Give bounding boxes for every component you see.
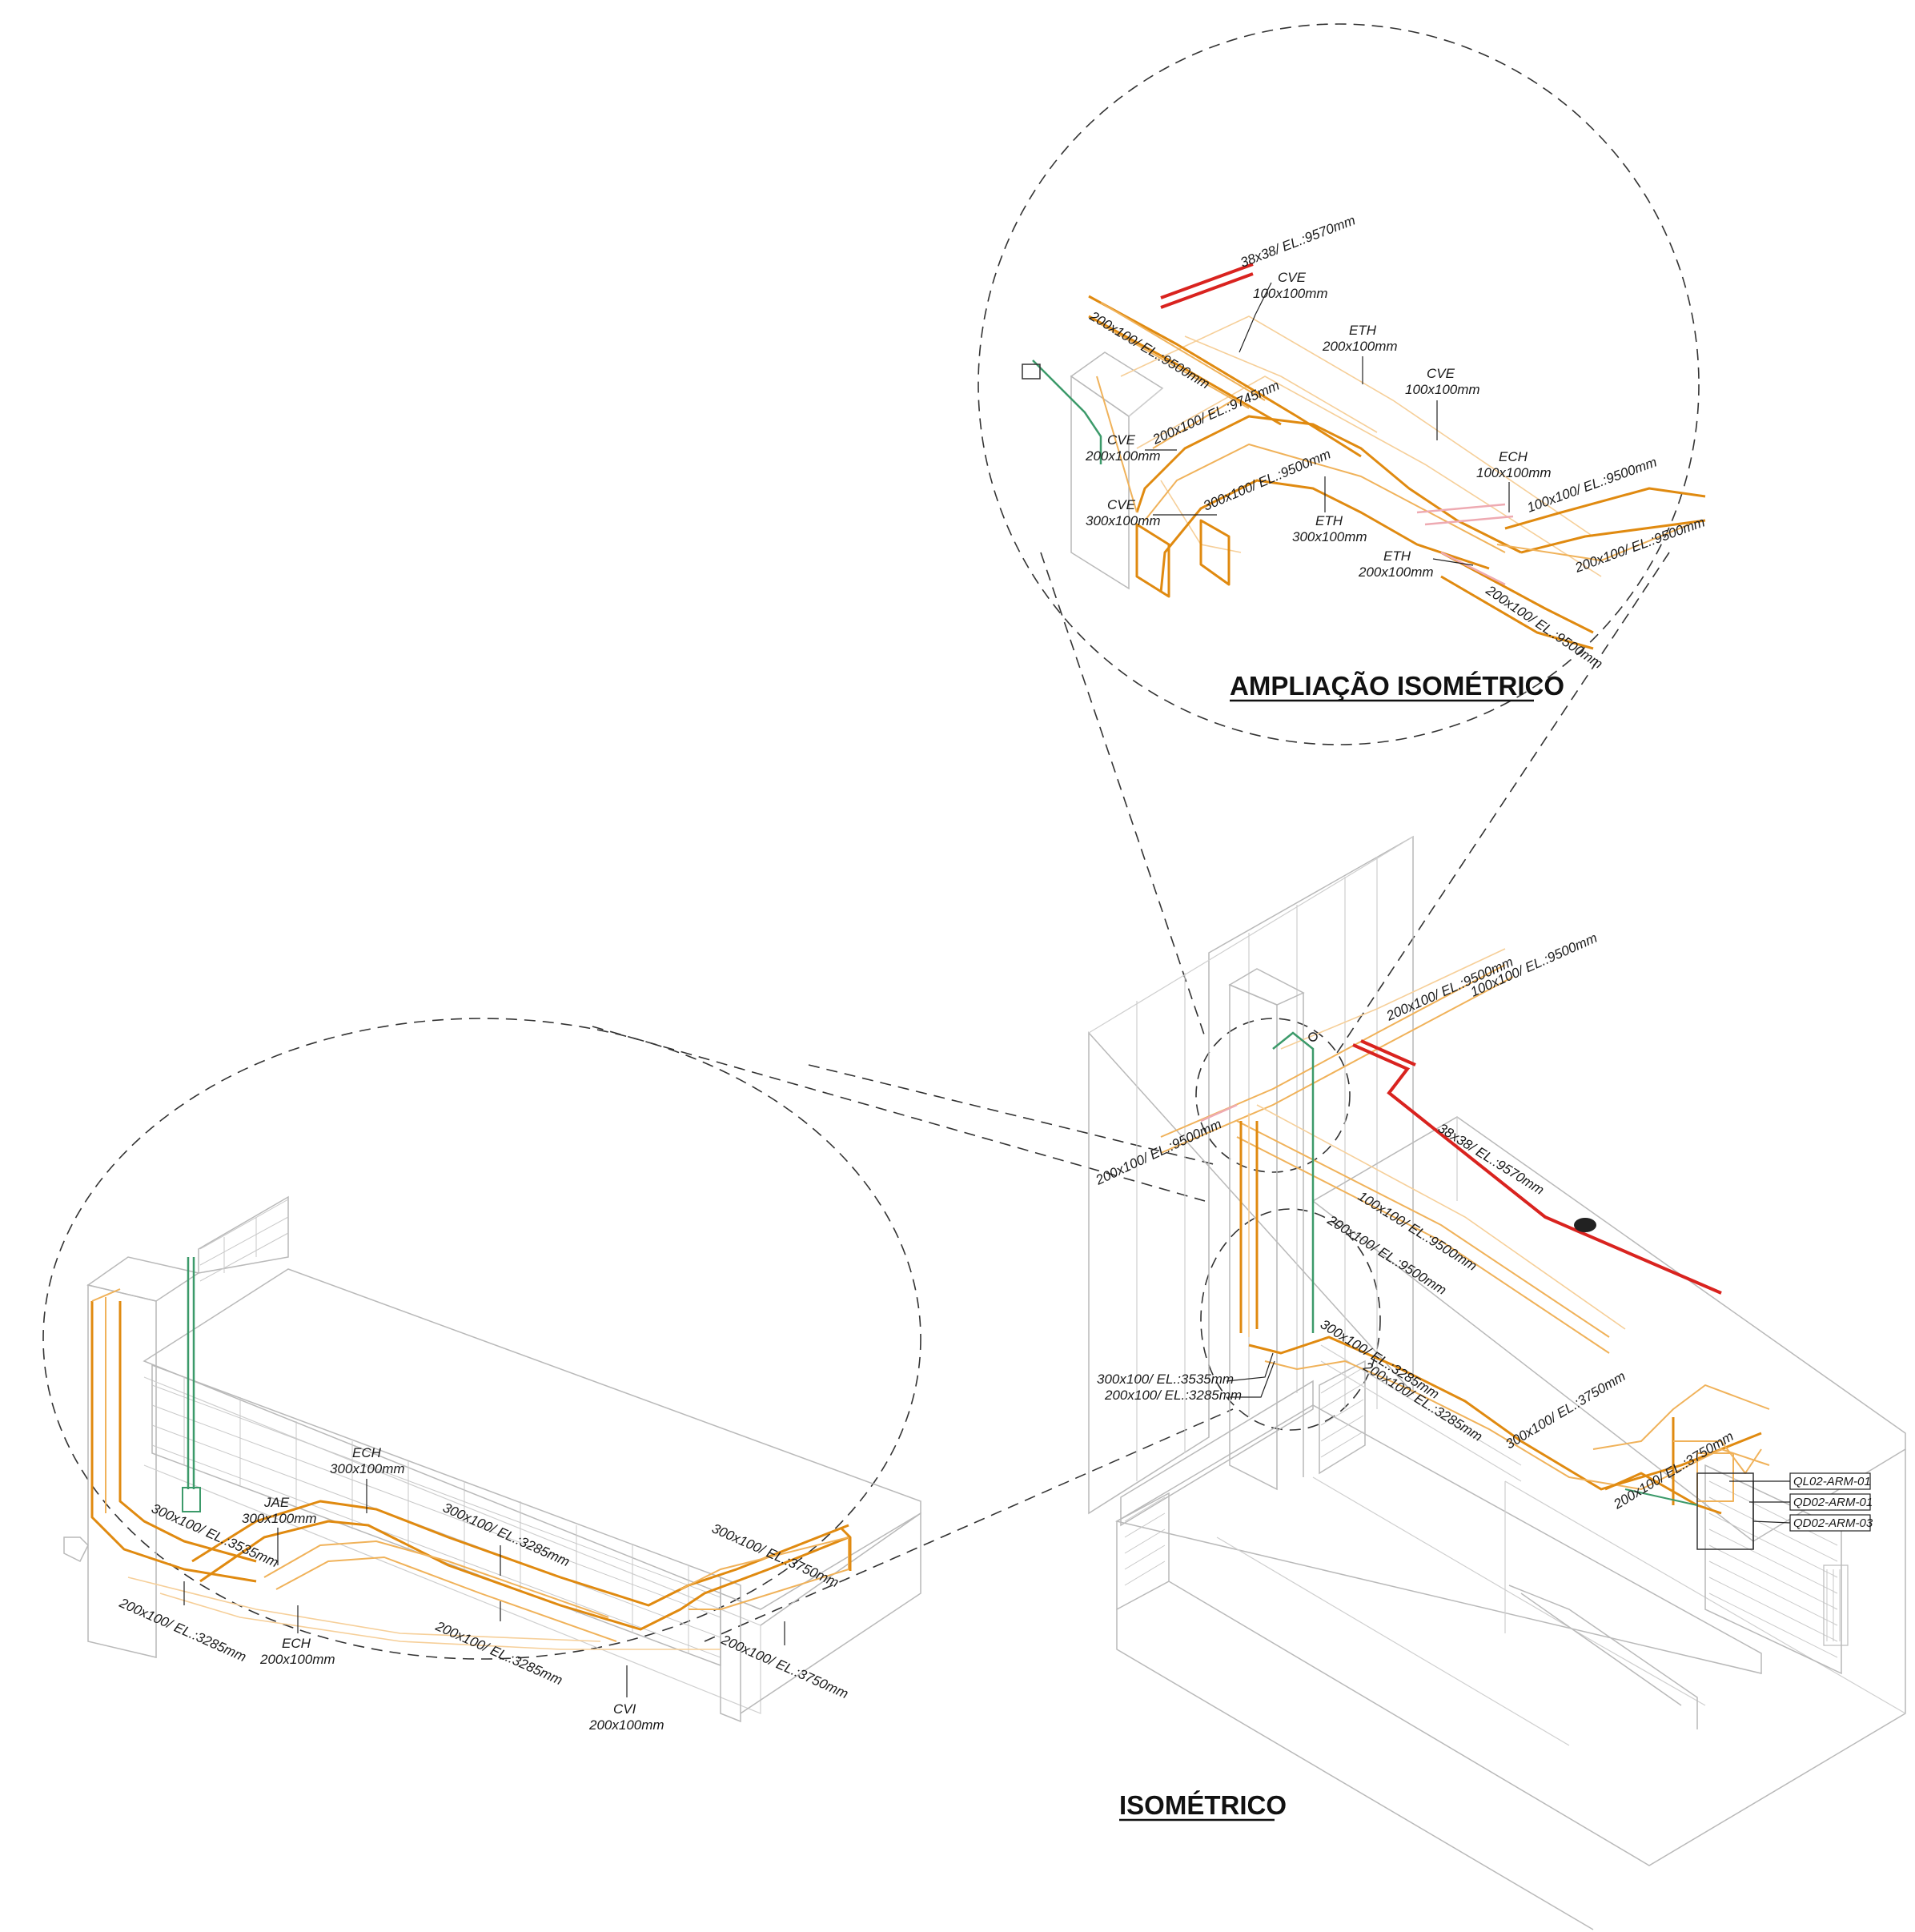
- zoom-label-ech1-a: ECH: [1499, 449, 1528, 464]
- main-building: [1088, 835, 1906, 1930]
- zoom-label-cve3-a: CVE: [1107, 432, 1136, 448]
- main-label-38x38: 38x38/ EL.:9570mm: [1435, 1120, 1547, 1198]
- zoom-label-eth3-b: 200x100mm: [1358, 564, 1434, 580]
- zoom-label-200-9500a: 200x100/ EL.:9500mm: [1086, 308, 1212, 392]
- zoom-label-300-9500: 300x100/ EL.:9500mm: [1201, 446, 1333, 513]
- left-label-ech2-a: ECH: [282, 1636, 311, 1651]
- main-label-100-9500b: 100x100/ EL.:9500mm: [1355, 1188, 1479, 1274]
- left-label-300-3750: 300x100/ EL.:3750mm: [709, 1520, 841, 1590]
- panel-tag-qd02-arm-03: QD02-ARM-03: [1793, 1516, 1873, 1530]
- main-label-300-3750: 300x100/ EL.:3750mm: [1503, 1368, 1628, 1452]
- zoom-label-cve3-b: 200x100mm: [1085, 448, 1161, 464]
- zoom-label-eth2-b: 300x100mm: [1292, 529, 1367, 544]
- small-circle-upper: [1195, 1018, 1351, 1173]
- zoom-label-cve1-b: 100x100mm: [1253, 286, 1328, 301]
- zoom-label-eth1-b: 200x100mm: [1322, 339, 1398, 354]
- zoom-detail-circle: [978, 23, 1700, 745]
- panel-tag-qd02-arm-01: QD02-ARM-01: [1793, 1496, 1873, 1509]
- main-label-200-3285a: 200x100/ EL.:3285mm: [1104, 1388, 1242, 1403]
- zoom-label-eth1-a: ETH: [1349, 323, 1377, 338]
- zoom-label-ech1-b: 100x100mm: [1476, 465, 1552, 480]
- zoom-labels: 38x38/ EL.:9570mm CVE 100x100mm 200x100/…: [1085, 212, 1707, 672]
- zoom-label-cve2-a: CVE: [1427, 366, 1455, 381]
- panel-tag-ql02-arm-01: QL02-ARM-01: [1793, 1475, 1871, 1488]
- left-label-cvi-b: 200x100mm: [588, 1717, 664, 1733]
- left-label-200-3285a: 200x100/ EL.:3285mm: [116, 1595, 248, 1665]
- zoom-label-cve2-b: 100x100mm: [1405, 382, 1480, 397]
- main-label-300-3535: 300x100/ EL.:3535mm: [1097, 1372, 1234, 1387]
- detail-callouts: [42, 23, 1700, 1660]
- zoom-label-cve1-a: CVE: [1278, 270, 1307, 285]
- main-labels: 200x100/ EL.:9500mm 100x100/ EL.:9500mm …: [1093, 930, 1873, 1532]
- left-detail-drawing: [63, 1195, 921, 1723]
- zoom-label-100-9500: 100x100/ EL.:9500mm: [1525, 454, 1659, 515]
- left-label-ech2-b: 200x100mm: [259, 1652, 335, 1667]
- zoom-label-eth3-a: ETH: [1383, 548, 1411, 564]
- zoom-title: AMPLIAÇÃO ISOMÉTRICO: [1230, 671, 1564, 701]
- zoom-label-200-9500b: 200x100/ EL.:9500mm: [1572, 514, 1707, 576]
- zoom-label-eth2-a: ETH: [1315, 513, 1343, 528]
- zoom-detail-drawing: [1022, 263, 1706, 650]
- left-detail-circle: [42, 1018, 921, 1660]
- main-label-200-9500a: 200x100/ EL.:9500mm: [1093, 1116, 1224, 1188]
- main-title: ISOMÉTRICO: [1119, 1790, 1287, 1820]
- left-label-ech1-a: ECH: [352, 1445, 382, 1460]
- zoom-label-38x38: 38x38/ EL.:9570mm: [1239, 212, 1358, 270]
- left-label-cvi-a: CVI: [613, 1701, 636, 1717]
- main-label-200-9500c: 200x100/ EL.:9500mm: [1324, 1212, 1449, 1298]
- zoom-label-200-9500c: 200x100/ EL.:9500mm: [1483, 582, 1605, 672]
- zoom-label-cve4-b: 300x100mm: [1086, 513, 1161, 528]
- left-label-200-3285b: 200x100/ EL.:3285mm: [432, 1618, 564, 1688]
- small-circle-lower: [1200, 1208, 1381, 1431]
- left-label-jae-b: 300x100mm: [242, 1511, 317, 1526]
- zoom-label-cve4-a: CVE: [1107, 497, 1136, 512]
- left-label-ech1-b: 300x100mm: [330, 1461, 405, 1476]
- main-cable-trays: [1160, 948, 1770, 1550]
- left-label-jae-a: JAE: [263, 1495, 290, 1510]
